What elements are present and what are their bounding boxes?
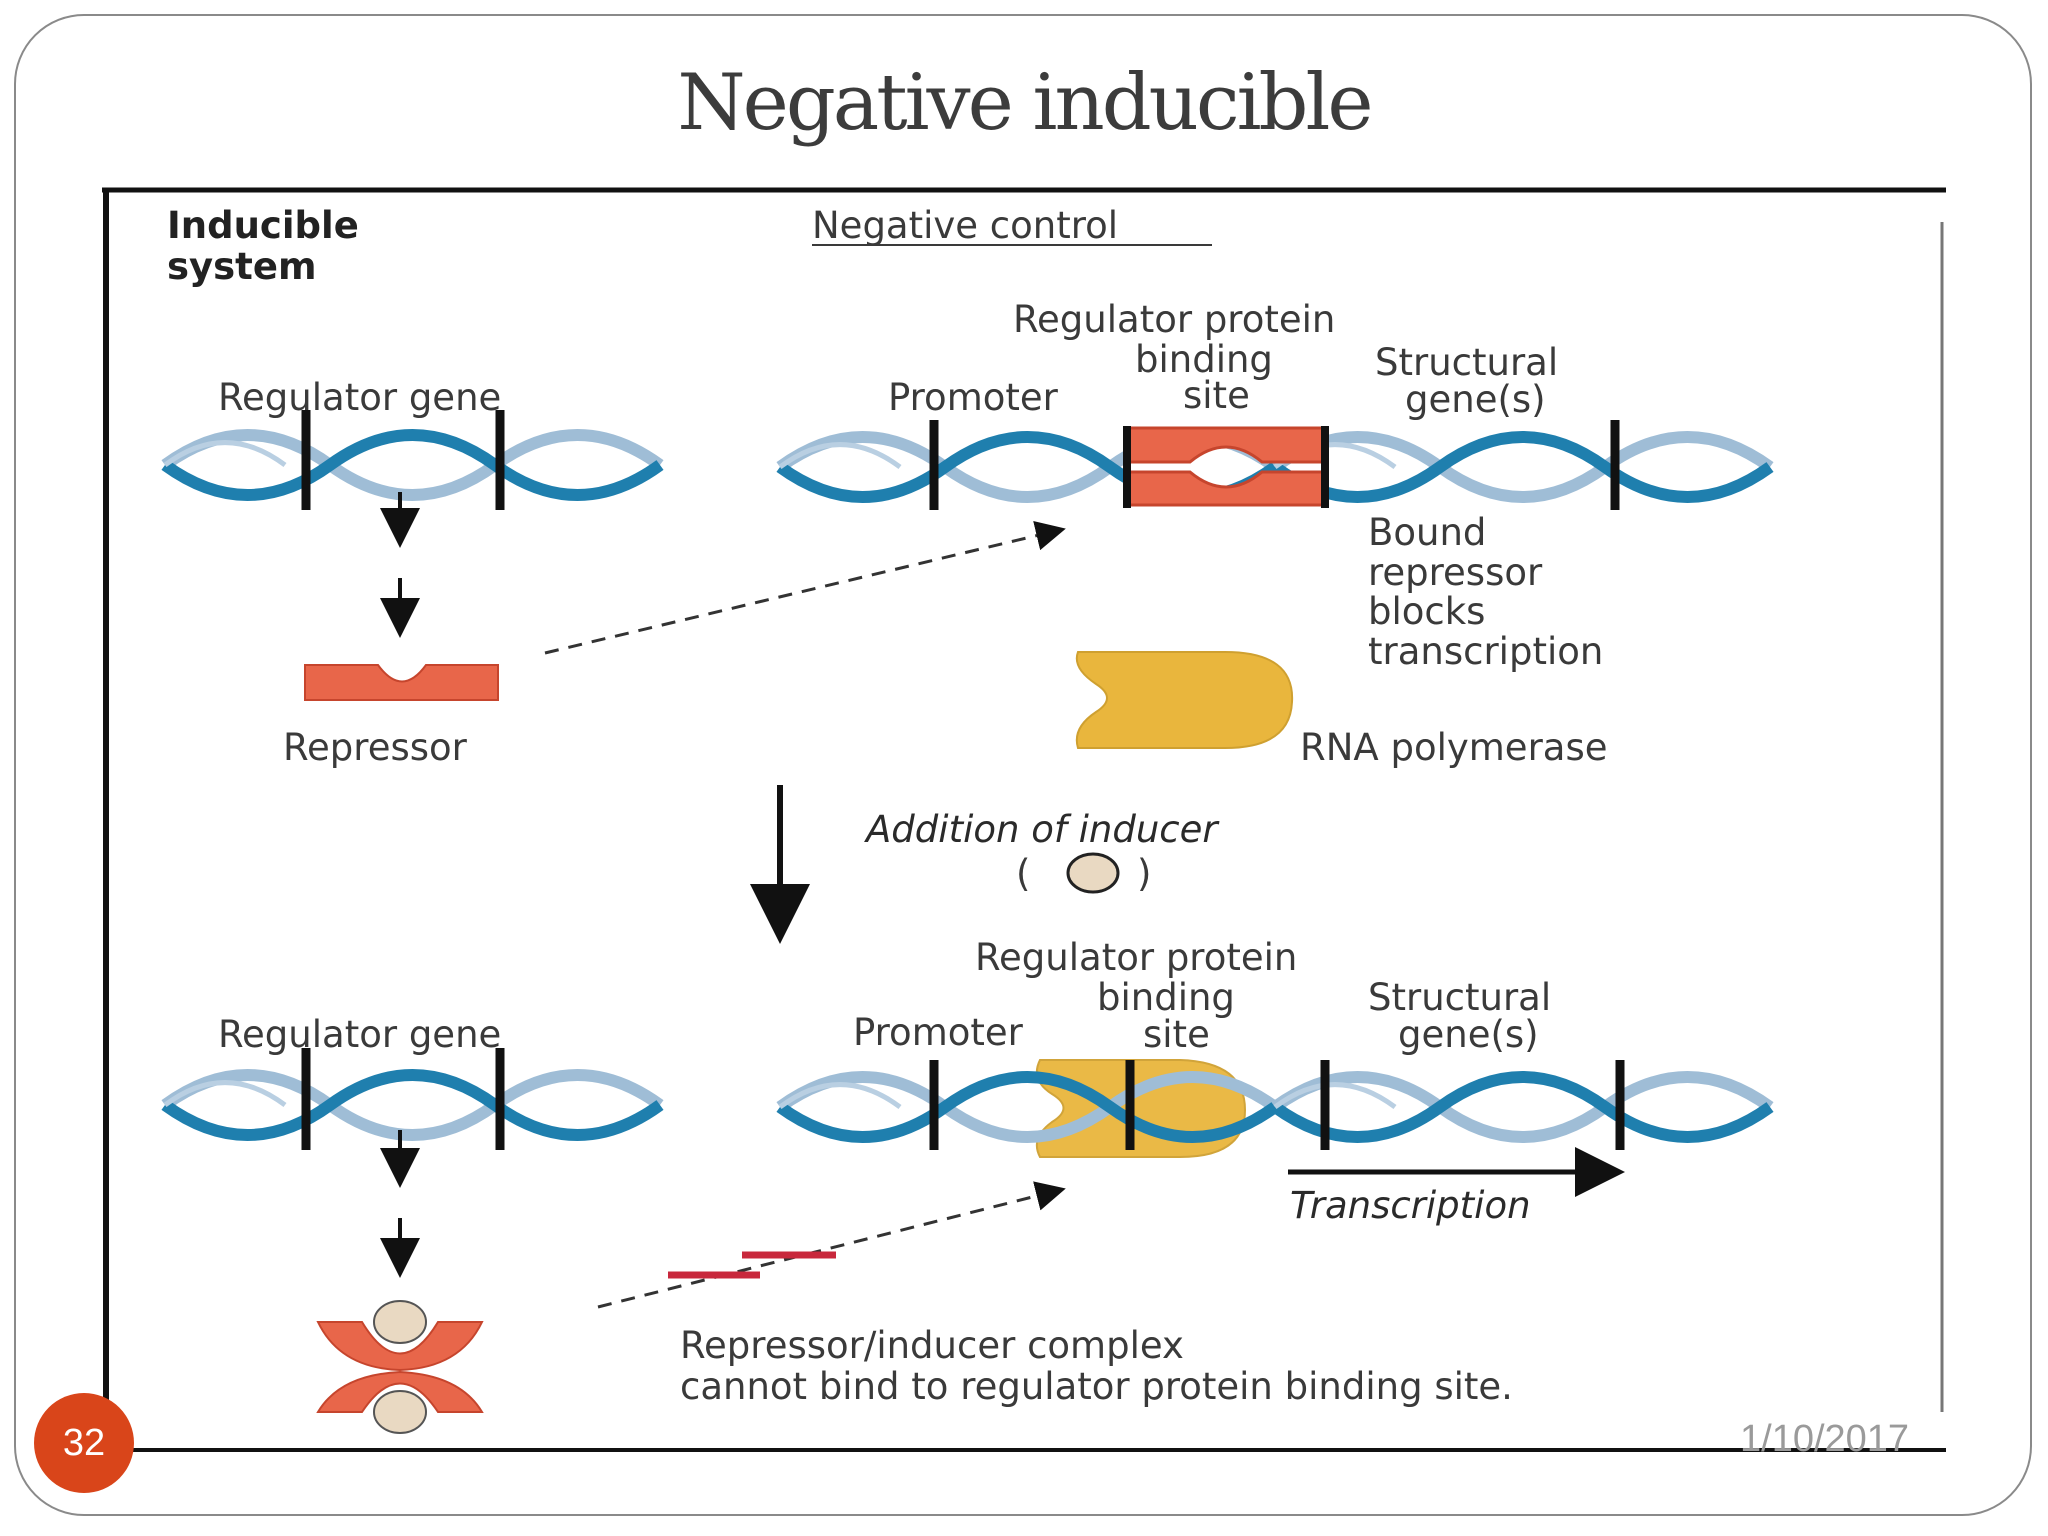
bound-line4: transcription — [1368, 630, 1603, 673]
slide-title: Negative inducible — [677, 58, 1373, 148]
complex-line1: Repressor/inducer complex — [680, 1324, 1184, 1367]
bottom-promoter-label: Promoter — [853, 1011, 1024, 1054]
top-promoter-label: Promoter — [888, 376, 1059, 419]
inducer-close-paren: ) — [1137, 852, 1151, 895]
rna-polymerase-label: RNA polymerase — [1300, 726, 1608, 769]
slide-date: 1/10/2017 — [1740, 1418, 1910, 1460]
bound-line3: blocks — [1368, 590, 1485, 633]
addition-of-inducer-label: Addition of inducer — [864, 808, 1220, 851]
bottom-structural-line2: gene(s) — [1398, 1013, 1539, 1056]
system-label-line1: Inducible — [167, 204, 359, 247]
repressor-inducer-complex — [316, 1300, 484, 1434]
inducer-open-paren: ( — [1016, 852, 1030, 895]
transcription-label: Transcription — [1290, 1184, 1531, 1227]
top-regulator-gene-label: Regulator gene — [218, 376, 501, 419]
top-regulator-dna — [165, 435, 660, 495]
bound-line1: Bound — [1368, 511, 1486, 554]
bottom-regulator-protein-line2: binding — [1097, 976, 1235, 1019]
top-repressor-shape — [304, 664, 499, 701]
system-label-line2: system — [167, 245, 317, 288]
top-regulator-protein-line3: site — [1183, 374, 1250, 417]
slide-frame — [14, 14, 2032, 1516]
complex-line2: cannot bind to regulator protein binding… — [680, 1365, 1513, 1408]
top-structural-line2: gene(s) — [1405, 378, 1546, 421]
bottom-regulator-protein-line1: Regulator protein — [975, 936, 1297, 979]
top-structural-line1: Structural — [1375, 341, 1558, 384]
control-label: Negative control — [812, 204, 1118, 247]
bound-repressor-block — [1123, 426, 1329, 508]
bottom-structural-line1: Structural — [1368, 976, 1551, 1019]
rna-polymerase-shape — [1075, 651, 1294, 749]
slide-number-badge: 32 — [34, 1393, 134, 1493]
bound-line2: repressor — [1368, 551, 1543, 594]
bottom-regulator-gene-label: Regulator gene — [218, 1013, 501, 1056]
inducer-symbol — [1066, 852, 1120, 894]
top-regulator-protein-line2: binding — [1135, 338, 1273, 381]
bottom-regulator-dna — [165, 1075, 660, 1135]
top-dashed-arrow — [544, 520, 1066, 655]
repressor-label: Repressor — [283, 726, 468, 769]
top-regulator-protein-line1: Regulator protein — [1013, 298, 1335, 341]
bottom-regulator-protein-line3: site — [1143, 1013, 1210, 1056]
bottom-dashed-arrow — [597, 1181, 1066, 1309]
